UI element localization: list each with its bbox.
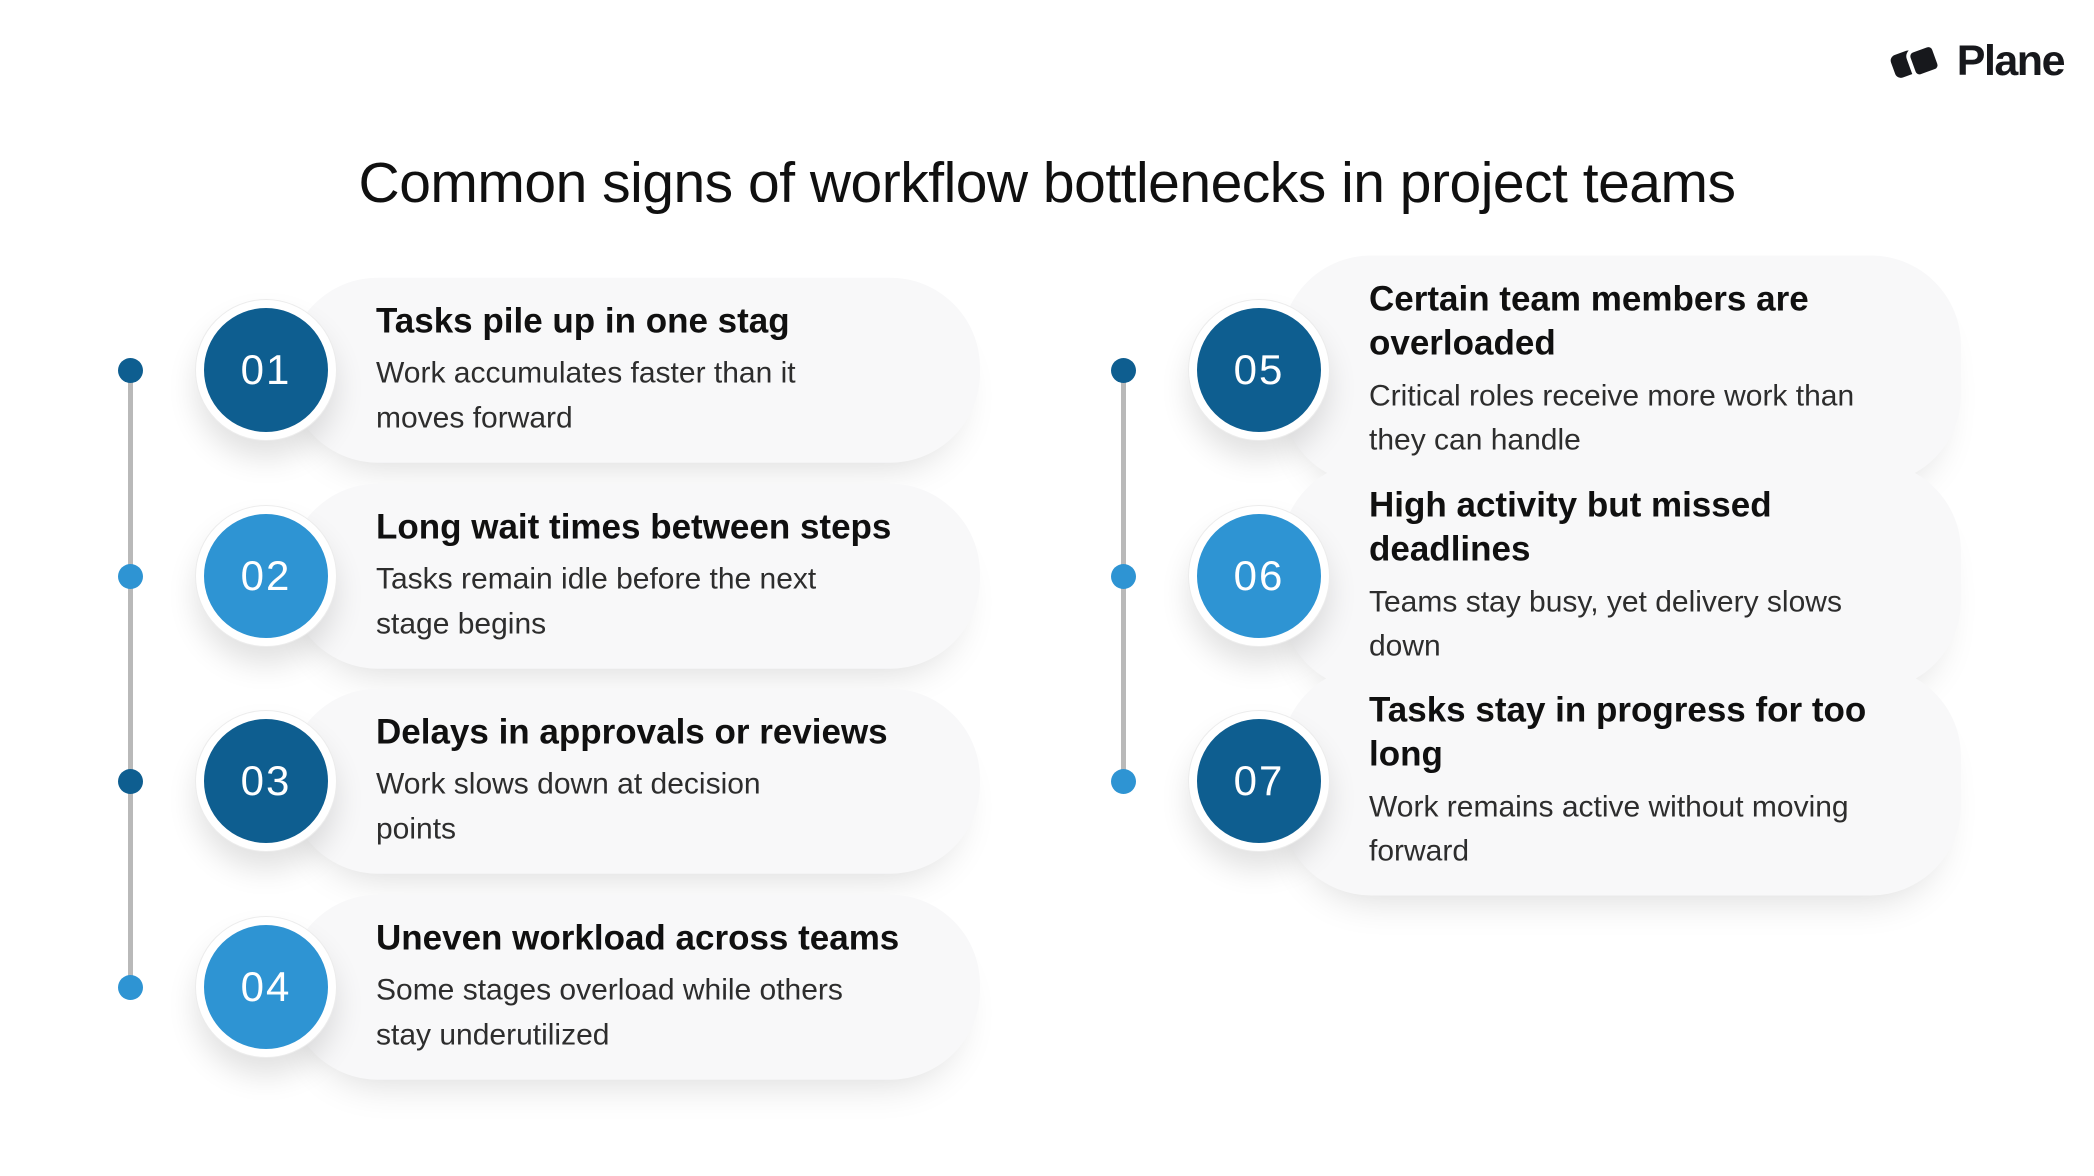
step-number: 01: [240, 346, 292, 393]
step-number: 07: [1233, 757, 1285, 804]
item-description: Work remains active without moving forwa…: [1369, 790, 1849, 868]
timeline-dot: [117, 768, 143, 794]
item-title: Tasks pile up in one stag: [376, 301, 790, 341]
timeline-dot: [1110, 768, 1136, 794]
step-number-badge: 03: [196, 711, 336, 851]
timeline-dot: [1110, 563, 1136, 589]
item-card: Delays in approvals or reviews Work slow…: [288, 688, 980, 874]
step-number-badge: 07: [1189, 711, 1329, 851]
item-card: Uneven workload across teams Some stages…: [288, 894, 980, 1080]
step-number: 06: [1233, 552, 1285, 599]
page-title: Common signs of workflow bottlenecks in …: [358, 151, 1736, 215]
brand-name: Plane: [1956, 36, 2066, 85]
step-number-badge: 02: [196, 506, 336, 646]
item-title: Certain team members are overloaded: [1369, 279, 1809, 363]
item-card: High activity but missed deadlines Teams…: [1281, 461, 1961, 691]
item-title: High activity but missed deadlines: [1369, 485, 1772, 569]
timeline-dot: [117, 357, 143, 383]
item-description: Work slows down at decision points: [376, 768, 761, 846]
step-number-badge: 04: [196, 917, 336, 1057]
step-number-badge: 05: [1189, 300, 1329, 440]
step-number: 05: [1233, 346, 1285, 393]
item-description: Tasks remain idle before the next stage …: [376, 563, 817, 641]
item-card: Tasks stay in progress for too long Work…: [1281, 666, 1961, 896]
item-title: Long wait times between steps: [376, 507, 892, 547]
item-title: Tasks stay in progress for too long: [1369, 690, 1867, 774]
timeline-dot: [117, 563, 143, 589]
timeline-line: [127, 370, 133, 987]
timeline-dot: [1110, 357, 1136, 383]
item-title: Uneven workload across teams: [376, 918, 900, 958]
brand-logo: Plane: [1887, 36, 2066, 86]
step-number: 04: [240, 963, 292, 1010]
item-description: Teams stay busy, yet delivery slows down: [1369, 585, 1842, 663]
step-number: 03: [240, 757, 292, 804]
item-card: Long wait times between steps Tasks rema…: [288, 483, 980, 669]
item-card: Tasks pile up in one stag Work accumulat…: [288, 277, 980, 463]
step-number: 02: [240, 552, 292, 599]
item-description: Critical roles receive more work than th…: [1369, 379, 1855, 457]
item-description: Some stages overload while others stay u…: [376, 974, 843, 1052]
step-number-badge: 06: [1189, 506, 1329, 646]
item-description: Work accumulates faster than it moves fo…: [376, 357, 796, 435]
timeline-dot: [117, 974, 143, 1000]
plane-logomark-icon: [1890, 43, 1942, 79]
item-title: Delays in approvals or reviews: [376, 712, 888, 752]
item-card: Certain team members are overloaded Crit…: [1281, 255, 1961, 485]
step-number-badge: 01: [196, 300, 336, 440]
